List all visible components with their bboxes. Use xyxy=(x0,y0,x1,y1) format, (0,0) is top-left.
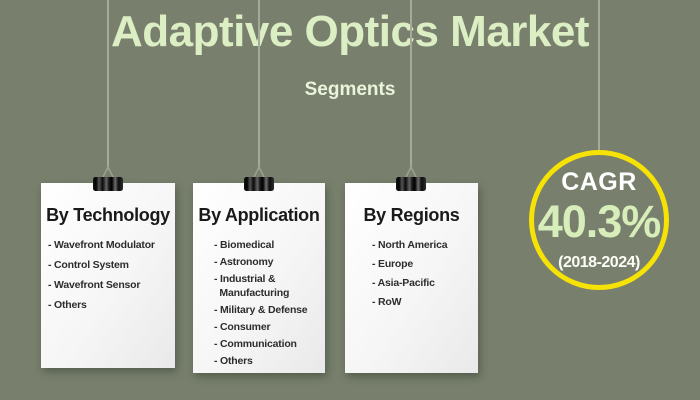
segment-card-regions: By Regions - North America - Europe - As… xyxy=(345,183,478,373)
card-heading: By Technology xyxy=(46,205,170,225)
hanger-string xyxy=(107,0,109,170)
segment-list: - Biomedical - Astronomy - Industrial & … xyxy=(193,238,325,368)
segment-list: - Wavefront Modulator - Control System -… xyxy=(41,238,175,312)
segment-item: - Biomedical xyxy=(214,239,275,251)
segment-item: - Others xyxy=(214,355,253,367)
hanger-string xyxy=(410,0,412,170)
segment-item: - Control System xyxy=(48,259,129,271)
segment-card-technology: By Technology - Wavefront Modulator - Co… xyxy=(41,183,175,368)
segment-item: - Military & Defense xyxy=(214,304,308,316)
segment-item: - Astronomy xyxy=(214,256,274,268)
page-title: Adaptive Optics Market xyxy=(110,7,590,56)
binder-clip-icon xyxy=(396,166,426,191)
segment-item: - Consumer xyxy=(214,321,271,333)
segment-item: - Communication xyxy=(214,338,297,350)
segment-item: - Industrial & Manufacturing xyxy=(214,273,290,299)
card-heading: By Regions xyxy=(363,205,460,225)
cagr-period: (2018-2024) xyxy=(558,253,640,271)
segment-item: - Others xyxy=(48,299,87,311)
binder-clip-icon xyxy=(244,166,274,191)
binder-clip-icon xyxy=(93,166,123,191)
cagr-value: 40.3% xyxy=(537,195,662,247)
segment-item: - Asia-Pacific xyxy=(372,277,435,289)
hanger-string xyxy=(598,0,600,152)
cagr-badge: CAGR 40.3% (2018-2024) xyxy=(529,150,669,290)
segment-item: - Wavefront Sensor xyxy=(48,279,141,291)
segment-item: - Europe xyxy=(372,258,413,270)
segment-card-application: By Application - Biomedical - Astronomy … xyxy=(193,183,325,373)
card-heading: By Application xyxy=(198,205,320,225)
segment-item: - North America xyxy=(372,239,448,251)
segment-item: - Wavefront Modulator xyxy=(48,239,155,251)
hanger-string xyxy=(258,0,260,170)
segment-item: - RoW xyxy=(372,296,402,308)
cagr-label: CAGR xyxy=(561,167,637,196)
segment-list: - North America - Europe - Asia-Pacific … xyxy=(345,238,478,309)
page-subtitle: Segments xyxy=(304,79,396,100)
